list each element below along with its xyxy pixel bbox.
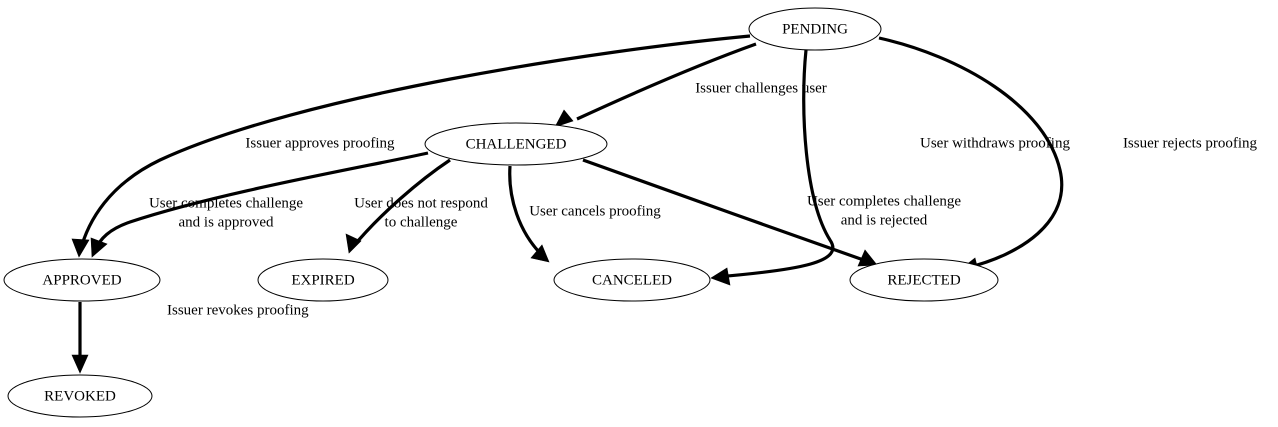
- edge-path-challenged-rejected: [582, 158, 873, 265]
- arrowhead-challenged-approved: [90, 237, 108, 258]
- edge-label-challenged-rejected: User completes challenge and is rejected: [807, 193, 961, 228]
- edge-challenged-rejected[interactable]: [582, 158, 878, 267]
- edge-pending-challenged[interactable]: [554, 42, 757, 128]
- edge-label-pending-rejected: Issuer rejects proofing: [1123, 135, 1258, 151]
- arrowhead-challenged-canceled: [530, 244, 550, 263]
- edge-challenged-expired[interactable]: [345, 158, 451, 254]
- edge-label-challenged-expired-line1: User does not respond: [354, 195, 488, 211]
- node-canceled[interactable]: CANCELED: [553, 258, 711, 302]
- edge-labels-layer: Issuer challenges user Issuer approves p…: [149, 80, 1258, 318]
- edge-approved-revoked[interactable]: [71, 302, 89, 374]
- node-label-rejected: REJECTED: [887, 272, 960, 288]
- node-challenged[interactable]: CHALLENGED: [424, 122, 608, 166]
- edge-label-challenged-approved: User completes challenge and is approved: [149, 195, 303, 230]
- edge-path-pending-rejected: [878, 36, 1064, 270]
- edge-label-challenged-expired: User does not respond to challenge: [354, 195, 488, 230]
- nodes-layer: PENDING CHALLENGED APPROVED EXPIRED CANC…: [3, 7, 999, 418]
- edge-path-pending-approved: [78, 34, 751, 253]
- edge-label-approved-revoked: Issuer revokes proofing: [167, 302, 309, 318]
- node-ellipse-approved: [3, 258, 161, 302]
- arrowhead-challenged-rejected: [857, 249, 878, 267]
- node-ellipse-expired: [257, 258, 389, 302]
- edge-label-challenged-expired-line2: to challenge: [385, 214, 458, 230]
- edge-pending-approved[interactable]: [71, 34, 751, 258]
- arrowhead-pending-canceled: [710, 267, 731, 286]
- arrowhead-pending-approved: [71, 238, 90, 258]
- edge-label-challenged-approved-line2: and is approved: [179, 214, 274, 230]
- edge-label-pending-canceled: User withdraws proofing: [920, 135, 1070, 151]
- arrowhead-approved-revoked: [71, 354, 89, 374]
- edge-label-pending-challenged: Issuer challenges user: [695, 80, 827, 96]
- node-ellipse-canceled: [553, 258, 711, 302]
- edge-pending-canceled[interactable]: [710, 49, 835, 286]
- node-label-pending: PENDING: [782, 21, 848, 37]
- node-label-approved: APPROVED: [42, 272, 121, 288]
- node-approved[interactable]: APPROVED: [3, 258, 161, 302]
- edge-label-challenged-approved-line1: User completes challenge: [149, 195, 303, 211]
- node-revoked[interactable]: REVOKED: [7, 374, 153, 418]
- node-ellipse-revoked: [7, 374, 153, 418]
- edge-path-challenged-expired: [350, 158, 451, 250]
- node-rejected[interactable]: REJECTED: [849, 258, 999, 302]
- node-label-expired: EXPIRED: [291, 272, 355, 288]
- edge-pending-rejected[interactable]: [878, 36, 1064, 275]
- node-label-canceled: CANCELED: [592, 272, 672, 288]
- arrowhead-challenged-expired: [345, 233, 362, 254]
- edge-path-pending-canceled: [715, 49, 835, 279]
- edge-challenged-approved[interactable]: [90, 151, 429, 258]
- edge-label-challenged-rejected-line1: User completes challenge: [807, 193, 961, 209]
- edge-path-pending-challenged: [576, 42, 757, 121]
- node-ellipse-challenged: [424, 122, 608, 166]
- edge-label-challenged-canceled: User cancels proofing: [529, 203, 661, 219]
- edge-challenged-canceled[interactable]: [508, 165, 550, 263]
- node-ellipse-pending: [748, 7, 882, 51]
- node-expired[interactable]: EXPIRED: [257, 258, 389, 302]
- edge-label-pending-approved: Issuer approves proofing: [245, 135, 395, 151]
- node-label-challenged: CHALLENGED: [466, 136, 567, 152]
- edge-label-challenged-rejected-line2: and is rejected: [841, 212, 928, 228]
- node-pending[interactable]: PENDING: [748, 7, 882, 51]
- node-label-revoked: REVOKED: [44, 388, 116, 404]
- node-ellipse-rejected: [849, 258, 999, 302]
- arrowhead-pending-challenged: [554, 109, 574, 128]
- edge-path-challenged-canceled: [508, 165, 547, 260]
- edge-path-challenged-approved: [92, 151, 429, 253]
